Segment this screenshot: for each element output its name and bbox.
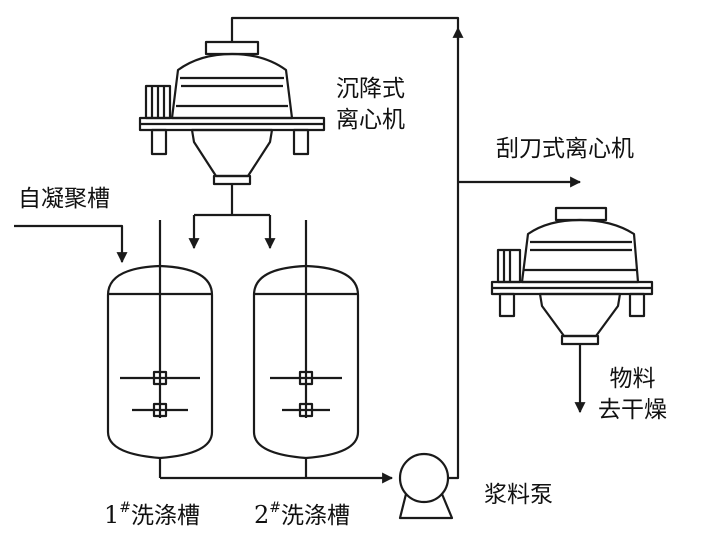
- scraper-centrifuge: [490, 206, 654, 414]
- sed-centrifuge-label-line1: 沉降式: [336, 76, 405, 102]
- motor-icon: [496, 248, 522, 284]
- feed-line: [14, 224, 128, 264]
- slurry-pump-label: 浆料泵: [484, 482, 553, 508]
- scraper-centrifuge-label: 刮刀式离心机: [496, 136, 634, 162]
- wash-tank-1-label: 1#洗涤槽: [104, 500, 200, 534]
- wash-tank-2-number: 2: [254, 501, 270, 529]
- material-dry-label: 物料 去干燥: [598, 364, 667, 426]
- wash-tank-2: [252, 220, 360, 478]
- wash-tank-1-number: 1: [104, 501, 120, 529]
- material-dry-line2: 去干燥: [598, 397, 667, 423]
- wash-tank-2-text: 洗涤槽: [281, 503, 351, 529]
- return-line: [230, 16, 582, 480]
- material-dry-line1: 物料: [609, 366, 656, 392]
- wash-tank-2-mark: #: [269, 500, 282, 516]
- coagulation-tank-label: 自凝聚槽: [18, 186, 110, 212]
- sedimentation-centrifuge: [138, 40, 326, 250]
- wash-tank-1-text: 洗涤槽: [131, 503, 201, 529]
- agitator-icon: [270, 370, 342, 418]
- slurry-pump-icon: [398, 452, 454, 520]
- wash-tank-1: [106, 220, 214, 478]
- wash-tank-1-mark: #: [119, 500, 132, 516]
- motor-icon: [144, 84, 172, 120]
- sed-centrifuge-label: 沉降式 离心机: [336, 74, 405, 136]
- agitator-icon: [120, 370, 200, 418]
- wash-tank-2-label: 2#洗涤槽: [254, 500, 350, 534]
- sed-centrifuge-label-line2: 离心机: [336, 107, 405, 133]
